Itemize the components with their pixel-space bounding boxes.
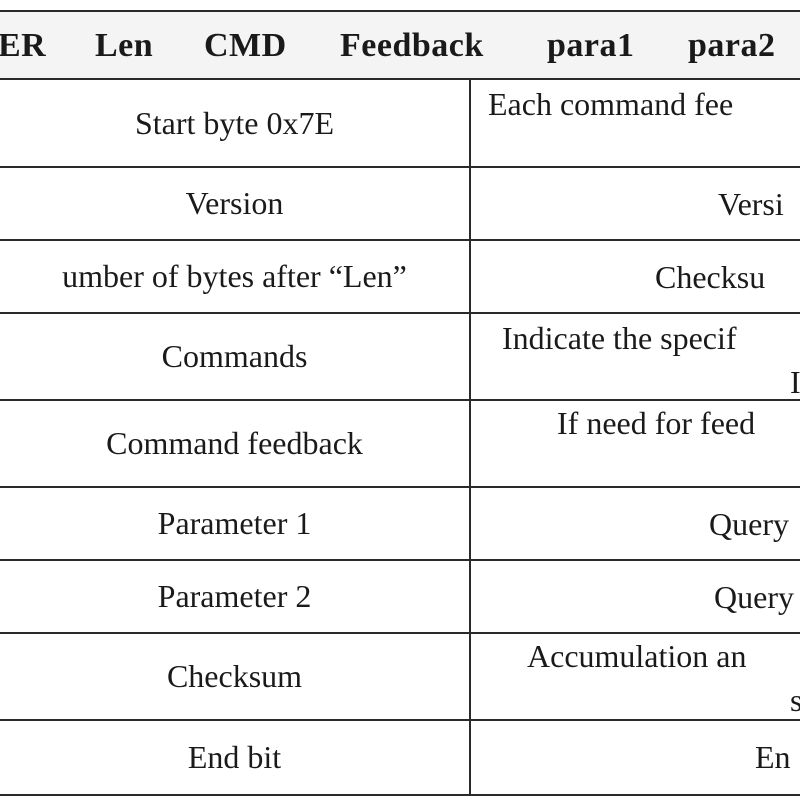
- field-cell: Parameter 1: [157, 505, 312, 541]
- description-text: I: [790, 364, 800, 400]
- table-row: Parameter 1 Query: [0, 488, 800, 561]
- description-text: If need for feed: [557, 405, 756, 441]
- column-divider: [469, 80, 471, 796]
- description-text: Accumulation an: [527, 638, 747, 674]
- description-text: En: [755, 739, 791, 775]
- header-cell-para1: para1: [547, 27, 635, 64]
- description-text: Versi: [718, 186, 784, 222]
- description-text: Each command fee: [488, 86, 734, 122]
- field-cell: umber of bytes after “Len”: [62, 258, 407, 294]
- field-cell: Version: [185, 185, 284, 221]
- table-row: Version Versi: [0, 168, 800, 241]
- field-cell: Parameter 2: [157, 578, 312, 614]
- table-header-row: ER Len CMD Feedback para1 para2: [0, 10, 800, 80]
- field-cell: Start byte 0x7E: [134, 104, 335, 141]
- header-cell-ver: ER: [0, 27, 47, 64]
- header-cell-para2: para2: [688, 27, 776, 64]
- header-cell-cmd: CMD: [204, 27, 287, 64]
- header-cell-len: Len: [95, 27, 154, 64]
- table-row: Commands Indicate the specif I: [0, 314, 800, 401]
- table-row: Start byte 0x7E Each command fee: [0, 80, 800, 168]
- field-cell: Checksum: [166, 658, 303, 694]
- table-row: Parameter 2 Query: [0, 561, 800, 634]
- description-text: Checksu: [655, 259, 766, 295]
- field-cell: End bit: [187, 739, 282, 775]
- table-row: Command feedback If need for feed: [0, 401, 800, 488]
- header-cell-feedback: Feedback: [340, 27, 484, 64]
- description-text: s: [790, 682, 800, 718]
- field-cell: Commands: [161, 338, 308, 374]
- table-row: umber of bytes after “Len” Checksu: [0, 241, 800, 314]
- description-text: Query: [709, 506, 789, 542]
- table-row: End bit En: [0, 721, 800, 796]
- description-text: Query: [714, 579, 794, 615]
- field-cell: Command feedback: [106, 425, 363, 461]
- table-row: Checksum Accumulation an s: [0, 634, 800, 721]
- description-text: Indicate the specif: [502, 320, 737, 356]
